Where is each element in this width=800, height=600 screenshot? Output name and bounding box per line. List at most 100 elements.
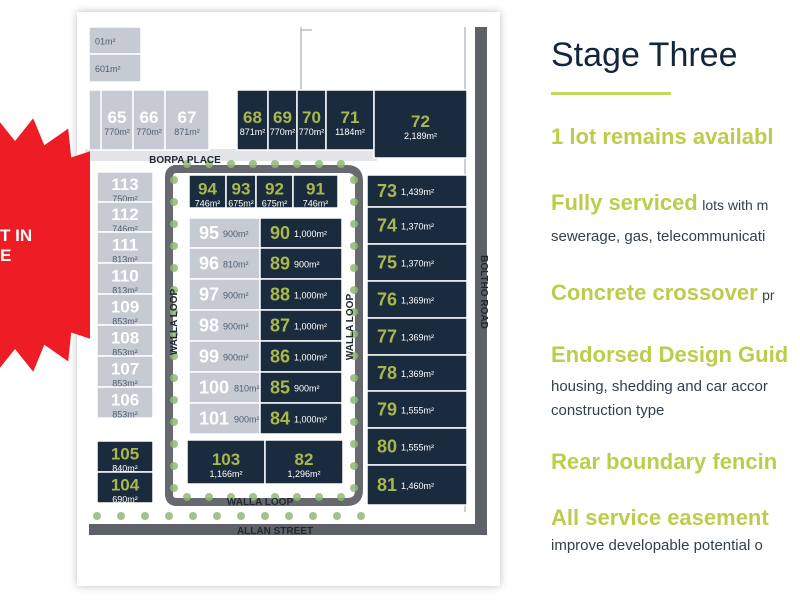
tree-icon — [350, 440, 358, 448]
tree-icon — [170, 264, 178, 272]
lot-71 — [325, 89, 375, 151]
lot-area: 1,000m² — [294, 353, 327, 363]
lot-partial — [88, 53, 142, 83]
feature-concrete-crossover: Concrete crossover pr — [551, 280, 775, 306]
lot-79 — [366, 390, 468, 429]
lot-area: 900m² — [223, 322, 249, 332]
lot-number: 112 — [111, 205, 138, 224]
tree-icon — [183, 160, 191, 168]
lot-66 — [132, 89, 166, 151]
lot-number: 98 — [199, 316, 219, 336]
lot-number: 80 — [377, 437, 397, 457]
lot-77 — [366, 317, 468, 356]
lot-85 — [259, 371, 343, 404]
tree-icon — [350, 264, 358, 272]
site-plan-map: 01m²601m²65770m²66770m²67871m²68871m²697… — [85, 26, 489, 537]
lot-area: 01m² — [95, 37, 116, 47]
tree-icon — [285, 512, 293, 520]
tree-icon — [350, 418, 358, 426]
tree-icon — [117, 512, 125, 520]
lot-area: 1,000m² — [294, 229, 327, 239]
lot-69 — [267, 89, 298, 151]
allan-street-road — [89, 524, 487, 535]
tree-icon — [271, 160, 279, 168]
lot-area: 900m² — [294, 384, 320, 394]
lot-number: 113 — [111, 175, 138, 194]
lot-area: 853m² — [112, 317, 138, 327]
feature-suffix: pr — [762, 287, 775, 303]
tree-icon — [170, 374, 178, 382]
lot-area: 1,555m² — [401, 406, 434, 416]
street-label-borpa-place: BORPA PLACE — [149, 155, 221, 166]
street-label-walla-loop: WALLA LOOP — [227, 497, 294, 508]
tree-icon — [315, 493, 323, 501]
boltho-road — [475, 27, 487, 524]
tree-icon — [350, 484, 358, 492]
tree-icon — [170, 396, 178, 404]
tree-icon — [309, 512, 317, 520]
lot-area: 900m² — [223, 291, 249, 301]
lot-area: 1,369m² — [401, 333, 434, 343]
lot-area: 2,189m² — [404, 131, 437, 141]
lot-number: 85 — [270, 378, 290, 398]
lot-number: 86 — [270, 347, 290, 367]
lot-number: 88 — [270, 285, 290, 305]
lot-number: 68 — [243, 108, 262, 127]
tree-icon — [350, 220, 358, 228]
lot-number: 95 — [199, 223, 219, 243]
lot-area: 810m² — [223, 260, 249, 270]
lot-area: 840m² — [112, 464, 138, 474]
lot-number: 97 — [199, 285, 219, 305]
lot-number: 111 — [112, 236, 139, 255]
lot-103 — [186, 439, 266, 485]
lot-108 — [96, 324, 154, 357]
tree-icon — [170, 220, 178, 228]
tree-icon — [350, 176, 358, 184]
tree-icon — [93, 512, 101, 520]
lot-area: 1184m² — [335, 127, 365, 137]
lot-106 — [96, 386, 154, 419]
lot-area: 1,370m² — [401, 222, 434, 232]
tree-icon — [350, 286, 358, 294]
badge-text-line1: T IN — [0, 226, 33, 245]
lot-area: 813m² — [112, 255, 138, 265]
tree-icon — [350, 352, 358, 360]
tree-icon — [170, 308, 178, 316]
lot-number: 105 — [111, 445, 139, 464]
lot-area: 675m² — [262, 199, 288, 209]
lot-90 — [259, 217, 343, 249]
sale-starburst-icon — [0, 118, 90, 372]
lot-number: 89 — [270, 254, 290, 274]
feature-description: sewerage, gas, telecommunicati — [551, 228, 766, 245]
lot-area: 746m² — [303, 199, 329, 209]
tree-icon — [350, 374, 358, 382]
street-label-allan-street: ALLAN STREET — [237, 526, 313, 537]
lot-number: 71 — [341, 108, 360, 127]
lot-area: 770m² — [104, 127, 130, 137]
tree-icon — [141, 512, 149, 520]
lot-number: 75 — [377, 253, 397, 273]
feature-heading: Rear boundary fencin — [551, 449, 778, 474]
lot-78 — [366, 354, 468, 392]
lot-94 — [188, 174, 227, 209]
lot-area: 770m² — [270, 127, 296, 137]
feature-heading: Fully serviced — [551, 190, 698, 215]
lot-113 — [96, 171, 154, 203]
lot-number: 94 — [198, 180, 217, 199]
lot-number: 82 — [295, 450, 314, 469]
tree-icon — [350, 462, 358, 470]
lot-area: 900m² — [234, 415, 260, 425]
lot-number: 70 — [302, 108, 321, 127]
lot-number: 84 — [270, 409, 290, 429]
tree-icon — [170, 352, 178, 360]
lot-107 — [96, 355, 154, 388]
lot-area: 1,460m² — [401, 481, 434, 491]
lot-area: 853m² — [112, 348, 138, 358]
lot-area: 690m² — [112, 495, 138, 505]
stage-title: Stage Three — [551, 36, 738, 74]
lot-area: 770m² — [299, 127, 325, 137]
title-underline — [551, 92, 671, 95]
lot-number: 110 — [111, 267, 138, 286]
tree-icon — [337, 493, 345, 501]
lot-number: 79 — [377, 400, 397, 420]
